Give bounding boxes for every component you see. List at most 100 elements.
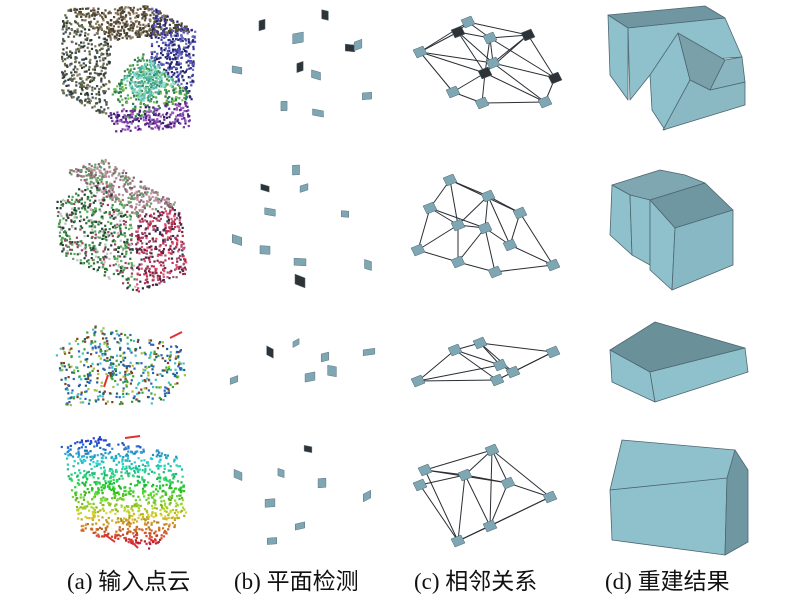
plane-patch [231,65,243,75]
point [145,7,148,10]
point [136,8,139,11]
point [110,27,113,31]
point [174,120,177,123]
point [132,269,135,272]
point [97,438,100,441]
point [70,365,73,368]
point [62,198,65,202]
point [94,493,97,496]
point [149,27,152,30]
point [64,58,67,61]
point [100,222,103,225]
point [91,472,94,475]
point [63,351,66,354]
point [164,35,168,38]
point [102,59,105,62]
point [111,519,114,522]
point [164,476,167,479]
point [79,493,83,496]
point [191,64,194,67]
point [154,20,157,23]
point [79,169,82,172]
point [124,223,127,227]
point [116,9,119,12]
point [182,48,185,51]
point [182,126,185,129]
point [165,78,169,81]
point [106,27,109,30]
graph-node-plane [412,45,428,59]
point [169,84,172,87]
point [174,97,177,100]
point [96,460,99,463]
point [168,95,171,99]
point [146,516,149,519]
point [155,488,158,491]
point [149,220,152,223]
point [80,24,83,27]
point [170,122,173,125]
point [149,110,152,113]
point [82,498,86,501]
point [122,169,125,172]
point [164,491,167,494]
point [73,216,76,219]
point [160,354,163,357]
point [90,180,93,183]
point [98,178,101,181]
point [176,217,179,220]
point [174,26,177,29]
point [166,215,169,218]
point [166,371,169,374]
point [175,245,178,248]
point [127,97,130,100]
point [86,37,89,40]
graph-node-plane [547,71,563,85]
point [70,173,73,176]
graph-edge [424,469,459,542]
point [72,73,75,77]
graph-edge [507,482,551,498]
point [71,495,74,499]
point [144,468,147,471]
point [168,485,172,488]
point [86,93,89,96]
point [117,25,120,28]
point [71,207,74,210]
point [118,225,121,228]
point [180,502,183,505]
point [147,23,150,26]
plane-patch [312,108,324,118]
point [143,30,146,33]
point [113,496,116,499]
point [131,109,134,112]
point [92,78,95,81]
point [65,84,68,87]
point [102,37,105,40]
point [124,188,127,191]
point [157,201,160,204]
point [137,338,140,342]
point [177,516,181,519]
graph-node-plane [417,463,433,477]
point [183,259,187,262]
point [135,20,138,23]
point [81,352,84,355]
point [103,530,106,533]
point [67,9,70,12]
mesh-row-2 [609,169,734,291]
point [171,516,175,519]
point [122,185,125,188]
point [126,203,129,206]
point [157,89,161,92]
point [149,534,152,537]
point [130,370,133,373]
point [155,534,158,537]
point [84,57,88,60]
point [137,399,140,403]
point [154,247,157,250]
point [152,365,155,368]
point [173,218,177,221]
point [145,188,148,191]
adjacency-graph [412,443,558,548]
